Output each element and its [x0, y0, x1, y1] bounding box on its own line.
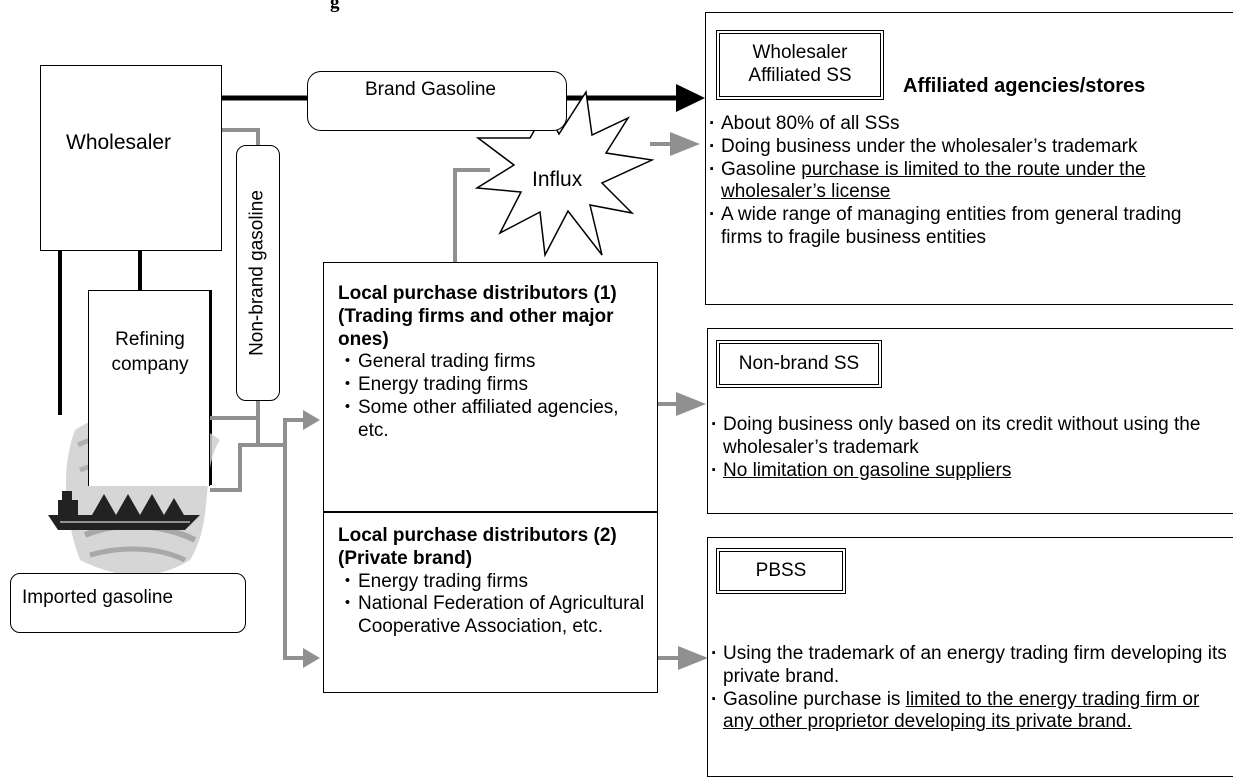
pbss-bullets: Using the trademark of an energy trading…: [709, 643, 1229, 734]
arrow-to-d1: [303, 410, 320, 430]
wholesaler-to-nonbrand: [222, 128, 260, 145]
nonbrand-bullets: Doing business only based on its credit …: [709, 414, 1229, 482]
arrow-to-affiliated: [670, 132, 700, 156]
distributor-1-list: General trading firms Energy trading fir…: [338, 351, 649, 442]
d1-to-influx: [453, 168, 490, 262]
influx-label: Influx: [532, 168, 583, 191]
list-item: A wide range of managing entities from g…: [707, 204, 1227, 250]
list-item: Using the trademark of an energy trading…: [709, 643, 1229, 689]
imported-gasoline-box: [10, 573, 246, 633]
list-item: No limitation on gasoline suppliers: [709, 460, 1229, 483]
list-item: About 80% of all SSs: [707, 113, 1227, 136]
arrow-to-nonbrand-ss: [676, 392, 706, 416]
header-fragment: g: [330, 0, 340, 13]
hub-to-d2: [283, 445, 305, 660]
nonbrand-ss-label: Non-brand SS: [716, 340, 882, 388]
non-brand-gasoline-label: Non-brand gasoline: [246, 190, 268, 356]
distributor-2-title: Local purchase distributors (2) (Private…: [338, 525, 617, 569]
arrow-to-pbss: [678, 646, 708, 670]
arrow-to-d2: [303, 648, 320, 668]
gray-lines: [210, 128, 680, 660]
distributor-1-box: Local purchase distributors (1) (Trading…: [323, 262, 658, 512]
refining-company-box: [88, 290, 210, 486]
wholesaler-label: Wholesaler: [66, 131, 172, 154]
ship-to-hub: [210, 443, 285, 492]
distributor-2-box: Local purchase distributors (2) (Private…: [323, 512, 658, 693]
list-item: Some other affiliated agencies, etc.: [338, 397, 649, 443]
imported-gasoline-label: Imported gasoline: [22, 587, 174, 608]
brand-gasoline-arrowhead: [676, 84, 705, 112]
list-item: Gasoline purchase is limited to the rout…: [707, 159, 1227, 205]
list-item: Gasoline purchase is limited to the ener…: [709, 689, 1229, 735]
wholesaler-box: [40, 65, 222, 251]
non-brand-gasoline-box: [236, 145, 280, 401]
affiliated-heading: Affiliated agencies/stores: [903, 75, 1146, 97]
influx-burst: [474, 89, 655, 258]
refining-company-label: Refining company: [111, 329, 189, 375]
brand-gasoline-box: [307, 71, 567, 131]
pbss-label: PBSS: [716, 548, 846, 594]
list-item: Doing business under the wholesaler’s tr…: [707, 136, 1227, 159]
hub-to-d1: [283, 418, 305, 445]
list-item: Energy trading firms: [338, 571, 649, 594]
distributor-1-title: Local purchase distributors (1) (Trading…: [338, 283, 617, 350]
brand-gasoline-label: Brand Gasoline: [365, 79, 496, 100]
list-item: General trading firms: [338, 351, 649, 374]
list-item: National Federation of Agricultural Coop…: [338, 593, 649, 639]
distributor-2-list: Energy trading firms National Federation…: [338, 571, 649, 639]
list-item: Doing business only based on its credit …: [709, 414, 1229, 460]
affiliated-ss-label: Wholesaler Affiliated SS: [716, 30, 884, 100]
list-item: Energy trading firms: [338, 374, 649, 397]
gray-arrowheads: [303, 132, 708, 670]
affiliated-bullets: About 80% of all SSs Doing business unde…: [707, 113, 1227, 250]
